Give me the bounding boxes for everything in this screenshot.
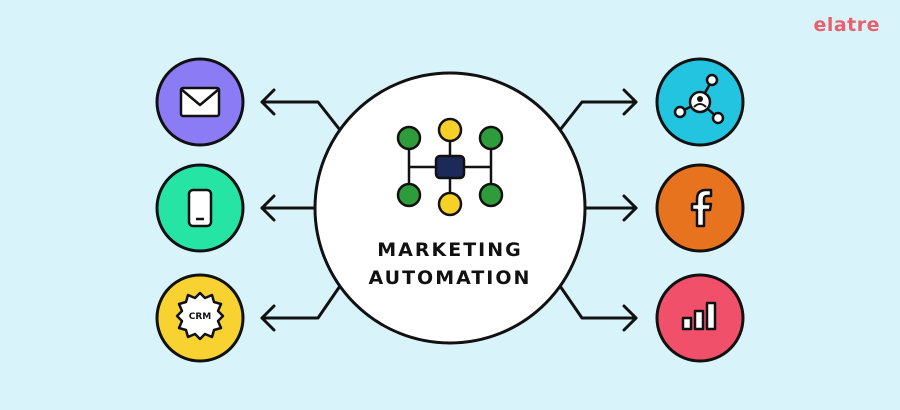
connector-crm <box>260 284 342 320</box>
center-title: MARKETING AUTOMATION <box>340 236 560 292</box>
brand-logo: elatre <box>813 14 880 36</box>
envelope-icon <box>179 86 221 118</box>
center-title-line-1: MARKETING <box>377 239 523 261</box>
facebook-icon <box>690 188 713 228</box>
bar-chart-icon <box>681 301 717 331</box>
arrowhead-crm <box>260 304 276 332</box>
crm-label: CRM <box>189 312 212 322</box>
arrowhead-analytics <box>622 304 638 332</box>
smartphone-icon <box>187 188 213 228</box>
brand-logo-text: elatre <box>813 14 880 36</box>
network-user-icon <box>673 73 725 125</box>
connector-analytics <box>558 284 638 320</box>
arrowhead-network <box>622 88 638 116</box>
connector-email <box>260 100 342 132</box>
connector-network <box>558 100 638 132</box>
arrowhead-mobile <box>260 194 276 222</box>
arrowhead-email <box>260 88 276 116</box>
workflow-network-icon <box>396 117 504 217</box>
arrowhead-facebook <box>622 194 638 222</box>
crm-gear-icon: CRM <box>175 291 225 341</box>
center-title-line-2: AUTOMATION <box>368 267 532 289</box>
